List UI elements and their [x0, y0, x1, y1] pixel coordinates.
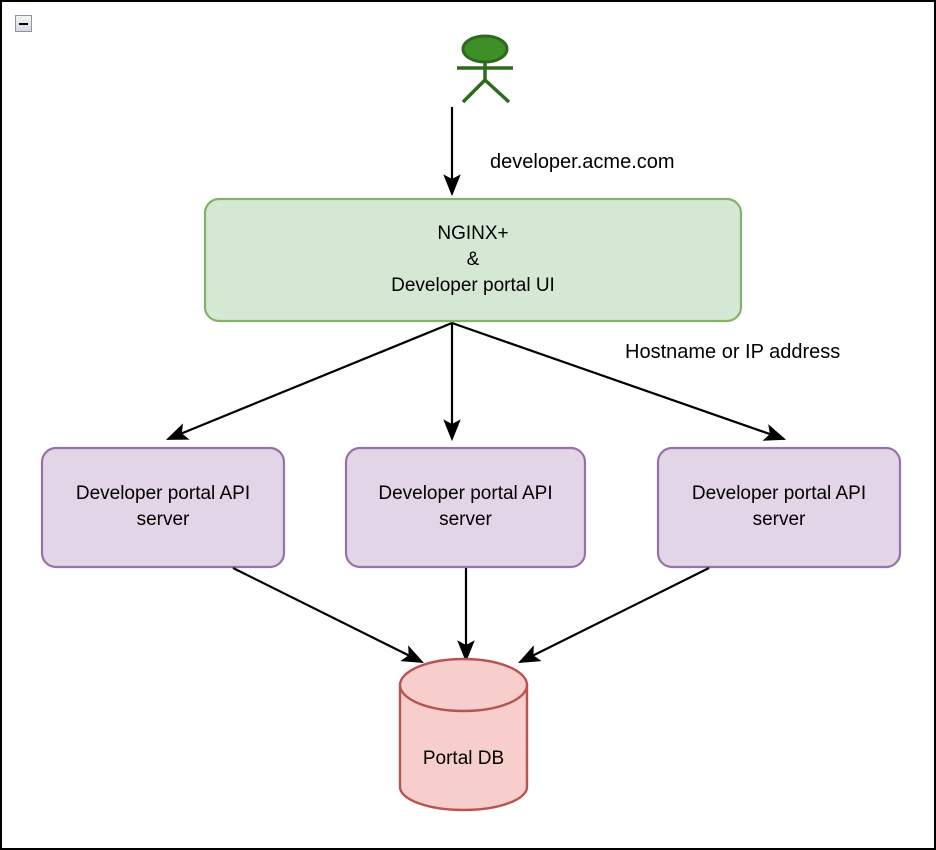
- edge-label-developer-acme-com: developer.acme.com: [490, 151, 675, 173]
- edge-api-3-to-database: [518, 567, 710, 663]
- edge-gateway-to-api-1: [165, 321, 453, 441]
- edge-api-1-to-database: [232, 567, 424, 663]
- node-api-server-2[interactable]: [344, 446, 587, 569]
- minus-icon: [19, 22, 28, 25]
- node-api-server-3[interactable]: [656, 446, 902, 569]
- node-database-portal-db[interactable]: [398, 657, 529, 812]
- edge-gateway-to-api-3: [451, 321, 787, 441]
- edge-label-hostname-or-ip: Hostname or IP address: [625, 341, 841, 363]
- node-gateway-nginx[interactable]: [203, 197, 743, 323]
- actor-user-icon[interactable]: [457, 34, 513, 104]
- collapse-toggle-button[interactable]: [15, 15, 32, 32]
- node-api-server-1[interactable]: [40, 446, 286, 569]
